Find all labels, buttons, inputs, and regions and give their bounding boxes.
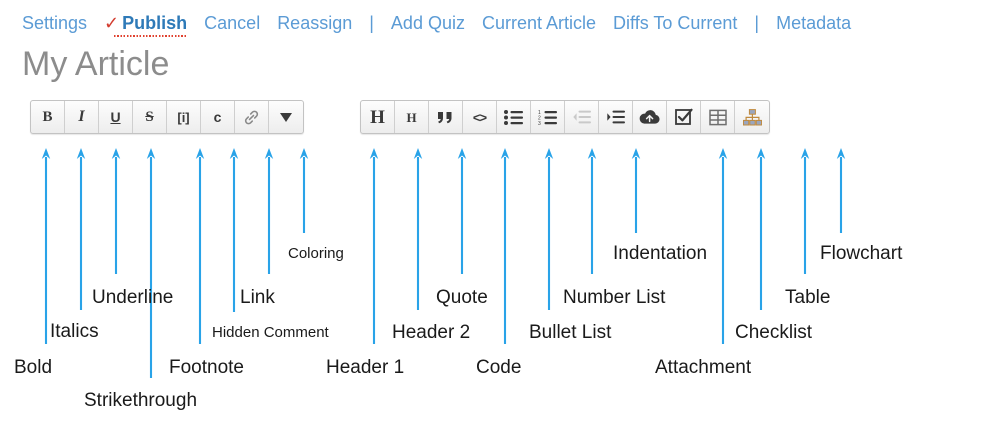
nav-separator: | [754,13,760,33]
arrow-italics [76,148,86,310]
callout-strikethrough: Strikethrough [84,390,198,411]
nav-separator: | [369,13,374,33]
nav-item-current-article[interactable]: Current Article [481,13,597,33]
svg-text:3: 3 [538,121,541,125]
callout-bullet-list: Bullet List [529,322,612,343]
bullet-list-icon [504,109,523,125]
callout-hidden-comment: Hidden Comment [212,324,329,341]
coloring-button[interactable] [269,101,303,133]
arrow-attachment [718,148,728,344]
outdent-button [565,101,599,133]
flowchart-icon [742,108,762,126]
underline-button[interactable]: U [99,101,133,133]
checklist-button[interactable] [667,101,701,133]
arrow-checklist [756,148,766,310]
arrow-flowchart [836,148,846,233]
arrow-underline [111,148,121,274]
table-icon [708,109,727,126]
quote-icon [437,110,454,125]
bold-button[interactable]: B [31,101,65,133]
header2-button[interactable]: H [395,101,429,133]
callout-coloring: Coloring [288,245,344,262]
arrow-header2 [413,148,423,310]
link-icon [242,108,261,127]
nav-item-reassign[interactable]: Reassign [277,13,353,33]
attachment-button[interactable] [633,101,667,133]
nav-item-metadata[interactable]: Metadata [776,13,852,33]
arrow-number-list [587,148,597,274]
bullet-list-button[interactable] [497,101,531,133]
spellcheck-underline [114,35,188,37]
arrow-footnote [195,148,205,344]
callout-table: Table [785,287,831,308]
button-glyph: U [110,109,121,125]
callout-checklist: Checklist [735,322,813,343]
button-glyph: <> [472,109,487,125]
quote-button[interactable] [429,101,463,133]
publish-check-icon: ✓ [104,13,120,33]
callout-bold: Bold [14,357,53,378]
arrow-bullet-list [544,148,554,310]
outdent-icon [572,110,591,124]
callout-code: Code [476,357,522,378]
callout-footnote: Footnote [169,357,244,378]
callout-quote: Quote [436,287,488,308]
indent-button[interactable] [599,101,633,133]
arrow-strikethrough [146,148,156,378]
arrow-coloring [299,148,309,233]
nav-item-publish[interactable]: ✓Publish [104,12,188,37]
nav-item-cancel[interactable]: Cancel [204,13,261,33]
italic-button[interactable]: I [65,101,99,133]
cloud-upload-icon [639,109,660,125]
arrow-indentation [631,148,641,233]
callout-link: Link [240,287,275,308]
arrow-code [500,148,510,344]
callout-header1: Header 1 [326,357,405,378]
page-title: My Article [22,45,170,83]
strikethrough-button[interactable]: S [133,101,167,133]
caret-down-icon [280,112,292,122]
header1-button[interactable]: H [361,101,395,133]
link-button[interactable] [235,101,269,133]
arrow-quote [457,148,467,274]
callout-underline: Underline [92,287,174,308]
nav-item-diffs-to-current[interactable]: Diffs To Current [613,13,738,33]
arrow-hidden-comment [229,148,239,312]
callout-attachment: Attachment [655,357,752,378]
hidden-comment-button[interactable]: c [201,101,235,133]
text-format-toolbar: B I U S [i] c [30,100,304,134]
indent-icon [606,110,625,124]
callout-indentation: Indentation [613,243,708,264]
callout-header2: Header 2 [392,322,471,343]
button-glyph: H [370,106,385,128]
nav-item-label: Publish [122,13,188,33]
svg-text:1: 1 [538,110,541,116]
button-glyph: [i] [177,109,190,125]
nav-item-settings[interactable]: Settings [22,13,88,33]
button-glyph: H [406,109,417,125]
callout-flowchart: Flowchart [820,243,903,264]
checkbox-icon [674,108,693,126]
callout-italics: Italics [50,321,99,342]
table-button[interactable] [701,101,735,133]
nav-item-add-quiz[interactable]: Add Quiz [390,13,465,33]
flowchart-button[interactable] [735,101,769,133]
arrow-bold [41,148,51,344]
button-glyph: B [42,108,53,125]
callout-number-list: Number List [563,287,666,308]
footnote-button[interactable]: [i] [167,101,201,133]
button-glyph: I [78,108,85,125]
code-button[interactable]: <> [463,101,497,133]
button-glyph: S [145,108,154,125]
svg-text:2: 2 [538,115,541,121]
top-navigation-bar: Settings ✓Publish Cancel Reassign | Add Quiz C… [22,12,992,38]
arrow-header1 [369,148,379,344]
button-glyph: c [213,109,222,125]
arrow-table [800,148,810,274]
arrow-link [264,148,274,274]
